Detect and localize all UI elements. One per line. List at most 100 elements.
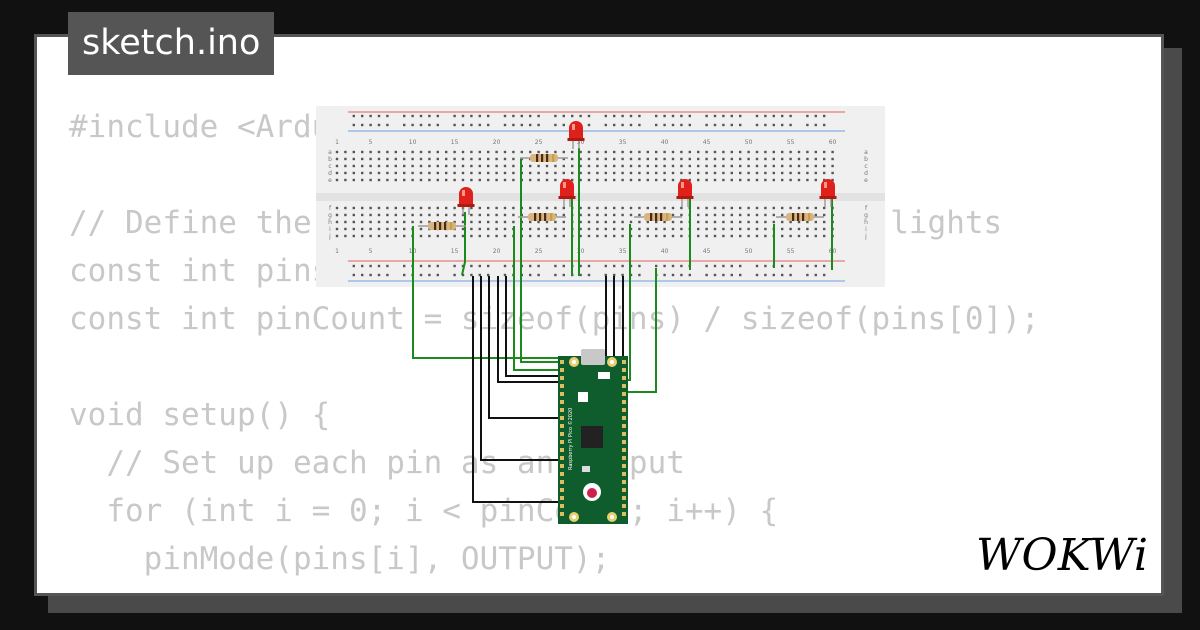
- breadboard-hole: [638, 178, 641, 182]
- breadboard-hole: [781, 220, 784, 224]
- row-letter: a: [864, 149, 868, 156]
- breadboard-hole: [478, 164, 481, 168]
- breadboard-hole: [814, 227, 817, 231]
- breadboard-hole: [554, 164, 557, 168]
- breadboard-hole: [613, 206, 616, 210]
- rail-hole: [478, 123, 481, 127]
- breadboard-hole: [453, 234, 456, 238]
- breadboard-hole: [403, 157, 406, 161]
- breadboard-hole: [419, 227, 423, 231]
- rail-hole: [755, 123, 759, 127]
- led-rim: [567, 138, 585, 141]
- breadboard-hole: [705, 178, 708, 182]
- breadboard-hole: [680, 227, 683, 231]
- rail-hole: [403, 114, 406, 118]
- rail-hole: [579, 273, 582, 277]
- breadboard-hole: [545, 220, 549, 224]
- breadboard-hole: [571, 171, 574, 175]
- rail-hole: [680, 123, 683, 127]
- breadboard-hole: [377, 227, 381, 231]
- row-letter: i: [329, 226, 331, 233]
- rail-hole: [361, 114, 364, 118]
- rail-hole: [461, 114, 465, 118]
- rail-hole: [806, 123, 809, 127]
- breadboard-hole: [596, 227, 599, 231]
- pico-pin: [622, 408, 626, 412]
- breadboard-hole: [386, 206, 389, 210]
- breadboard-hole: [587, 220, 591, 224]
- pico-pin: [622, 488, 626, 492]
- rail-hole: [579, 114, 582, 118]
- breadboard-hole: [671, 227, 675, 231]
- row-letter: d: [864, 170, 868, 177]
- breadboard-hole: [352, 213, 355, 217]
- rail-hole: [814, 114, 817, 118]
- breadboard-hole: [688, 164, 691, 168]
- file-tab[interactable]: sketch.ino: [68, 12, 275, 75]
- pico-pin: [622, 464, 626, 468]
- breadboard-hole: [755, 157, 759, 161]
- pico-led: [598, 372, 610, 379]
- resistor-band: [534, 213, 537, 221]
- breadboard-hole: [512, 150, 515, 154]
- breadboard-hole: [453, 164, 456, 168]
- breadboard-hole: [705, 227, 708, 231]
- breadboard-hole: [688, 171, 691, 175]
- breadboard-hole: [806, 234, 809, 238]
- rail-hole: [428, 114, 431, 118]
- breadboard-hole: [554, 171, 557, 175]
- breadboard-hole: [613, 157, 616, 161]
- rail-hole: [680, 114, 683, 118]
- breadboard-hole: [806, 171, 809, 175]
- row-letter: b: [864, 156, 868, 163]
- breadboard-hole: [680, 206, 683, 210]
- resistor-band: [544, 213, 547, 221]
- usb-connector: [581, 349, 605, 365]
- pico-pin: [560, 488, 564, 492]
- breadboard-hole: [361, 220, 364, 224]
- rail-hole: [352, 123, 355, 127]
- breadboard-hole: [722, 206, 725, 210]
- breadboard-hole: [772, 220, 775, 224]
- rail-hole: [419, 273, 423, 277]
- rail-hole: [587, 114, 591, 118]
- breadboard-hole: [554, 206, 557, 210]
- breadboard-hole: [604, 178, 607, 182]
- breadboard-hole: [705, 206, 708, 210]
- resistor-band: [552, 154, 555, 162]
- breadboard-hole: [596, 164, 599, 168]
- breadboard-hole: [638, 164, 641, 168]
- rail-hole: [814, 123, 817, 127]
- breadboard-hole: [545, 171, 549, 175]
- breadboard-hole: [747, 157, 750, 161]
- rail-hole: [478, 273, 481, 277]
- breadboard-hole: [512, 220, 515, 224]
- rail-hole: [470, 123, 473, 127]
- rail-hole: [503, 114, 507, 118]
- rail-hole: [579, 264, 582, 268]
- rail-hole: [638, 123, 641, 127]
- breadboard-hole: [688, 157, 691, 161]
- breadboard-hole: [613, 227, 616, 231]
- breadboard-hole: [739, 178, 742, 182]
- rail-hole: [739, 114, 742, 118]
- breadboard-hole: [646, 234, 649, 238]
- rail-hole: [562, 114, 565, 118]
- pico-pin: [622, 376, 626, 380]
- breadboard-hole: [655, 150, 658, 154]
- code-line: const int pinCount = sizeof(pins) / size…: [69, 301, 1040, 337]
- breadboard-hole: [755, 206, 759, 210]
- breadboard-hole: [344, 227, 347, 231]
- breadboard-hole: [596, 220, 599, 224]
- breadboard-hole: [814, 234, 817, 238]
- resistor-band: [660, 213, 663, 221]
- rail-hole: [722, 114, 725, 118]
- breadboard-hole: [638, 150, 641, 154]
- resistor-band: [797, 213, 800, 221]
- breadboard-hole: [554, 227, 557, 231]
- breadboard-hole: [394, 213, 397, 217]
- breadboard-hole: [655, 220, 658, 224]
- wire: [488, 276, 564, 419]
- breadboard-hole: [747, 206, 750, 210]
- breadboard-hole: [377, 150, 381, 154]
